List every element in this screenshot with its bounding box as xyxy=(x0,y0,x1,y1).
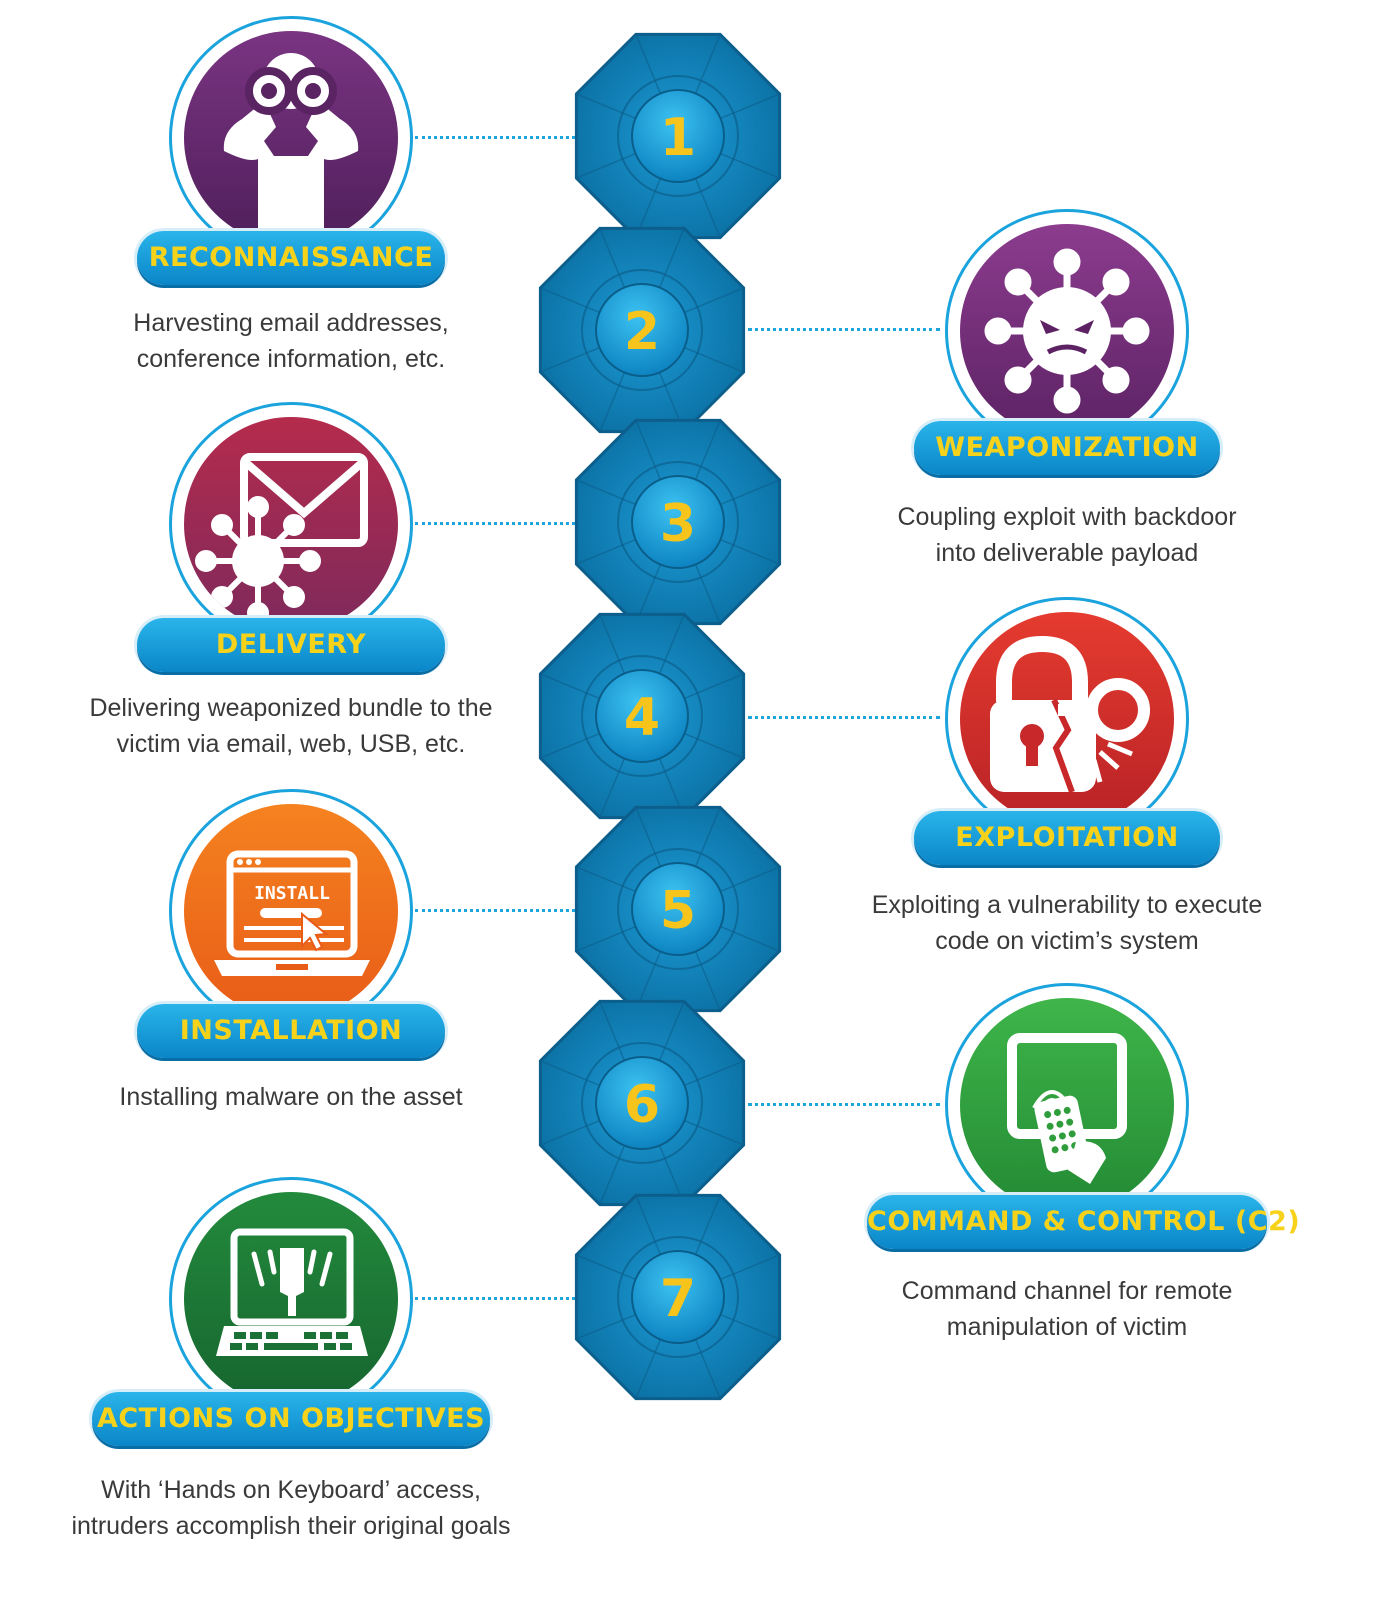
icon-ring-reconnaissance xyxy=(169,16,413,260)
label-installation: INSTALLATION xyxy=(137,1004,445,1058)
description-command-and-control: Command channel for remote manipulation … xyxy=(837,1273,1297,1345)
laptop-install-icon: INSTALL xyxy=(184,804,398,1018)
description-line: Exploiting a vulnerability to execute xyxy=(871,891,1263,919)
connector-3 xyxy=(415,522,575,525)
spine-octagon-2: 2 xyxy=(538,226,746,434)
description-line: conference information, etc. xyxy=(136,345,446,373)
install-screen-text: INSTALL xyxy=(254,883,330,904)
step-number-3: 3 xyxy=(660,494,696,554)
spine-octagon-7: 7 xyxy=(574,1193,782,1401)
icon-ring-exploitation xyxy=(945,597,1189,841)
description-line: into deliverable payload xyxy=(935,539,1199,567)
connector-4 xyxy=(748,716,940,719)
description-weaponization: Coupling exploit with backdoor into deli… xyxy=(837,499,1297,571)
description-line: Command channel for remote xyxy=(901,1277,1233,1305)
step-number-badge xyxy=(595,669,689,763)
remote-control-icon xyxy=(960,998,1174,1212)
description-line: code on victim’s system xyxy=(935,927,1199,955)
spine-octagon-6: 6 xyxy=(538,999,746,1207)
spine-octagon-3: 3 xyxy=(574,418,782,626)
description-installation: Installing malware on the asset xyxy=(61,1079,521,1115)
spine-octagon-1: 1 xyxy=(574,32,782,240)
step-number-badge xyxy=(631,475,725,569)
connector-7 xyxy=(415,1297,575,1300)
description-reconnaissance: Harvesting email addresses, conference i… xyxy=(61,305,521,377)
description-line: Installing malware on the asset xyxy=(119,1083,463,1111)
description-line: With ‘Hands on Keyboard’ access, xyxy=(101,1476,481,1504)
broken-lock-icon xyxy=(960,612,1174,826)
step-number-2: 2 xyxy=(624,302,660,362)
step-number-badge xyxy=(631,1250,725,1344)
description-delivery: Delivering weaponized bundle to the vict… xyxy=(61,690,521,762)
description-line: manipulation of victim xyxy=(946,1313,1188,1341)
step-number-badge xyxy=(631,89,725,183)
email-virus-icon xyxy=(184,417,398,631)
step-number-4: 4 xyxy=(624,688,660,748)
description-line: victim via email, web, USB, etc. xyxy=(116,730,466,758)
connector-1 xyxy=(415,136,575,139)
binoculars-person-icon xyxy=(184,31,398,245)
icon-ring-weaponization xyxy=(945,209,1189,453)
description-line: Coupling exploit with backdoor xyxy=(897,503,1237,531)
label-reconnaissance: RECONNAISSANCE xyxy=(137,231,445,285)
step-number-6: 6 xyxy=(624,1075,660,1135)
virus-icon xyxy=(960,224,1174,438)
step-number-7: 7 xyxy=(660,1269,696,1329)
connector-5 xyxy=(415,909,575,912)
label-delivery: DELIVERY xyxy=(137,618,445,672)
step-number-1: 1 xyxy=(660,108,696,168)
step-number-badge xyxy=(595,283,689,377)
label-command-and-control: COMMAND & CONTROL (C2) xyxy=(867,1195,1300,1249)
description-exploitation: Exploiting a vulnerability to execute co… xyxy=(837,887,1297,959)
spine-octagon-5: 5 xyxy=(574,805,782,1013)
label-weaponization: WEAPONIZATION xyxy=(914,421,1220,475)
description-line: intruders accomplish their original goal… xyxy=(71,1512,511,1540)
icon-ring-delivery xyxy=(169,402,413,646)
step-number-badge xyxy=(595,1056,689,1150)
label-exploitation: EXPLOITATION xyxy=(914,811,1220,865)
label-actions-on-objectives: ACTIONS ON OBJECTIVES xyxy=(92,1392,490,1446)
icon-ring-actions-on-objectives xyxy=(169,1177,413,1421)
icon-ring-command-and-control xyxy=(945,983,1189,1227)
step-number-badge xyxy=(631,862,725,956)
step-number-5: 5 xyxy=(660,881,696,941)
spine-octagon-4: 4 xyxy=(538,612,746,820)
description-line: Delivering weaponized bundle to the xyxy=(89,694,493,722)
icon-ring-installation: INSTALL xyxy=(169,789,413,1033)
description-actions-on-objectives: With ‘Hands on Keyboard’ access, intrude… xyxy=(61,1472,521,1544)
hand-keyboard-icon xyxy=(184,1192,398,1406)
description-line: Harvesting email addresses, xyxy=(133,309,449,337)
connector-2 xyxy=(748,328,940,331)
connector-6 xyxy=(748,1103,940,1106)
